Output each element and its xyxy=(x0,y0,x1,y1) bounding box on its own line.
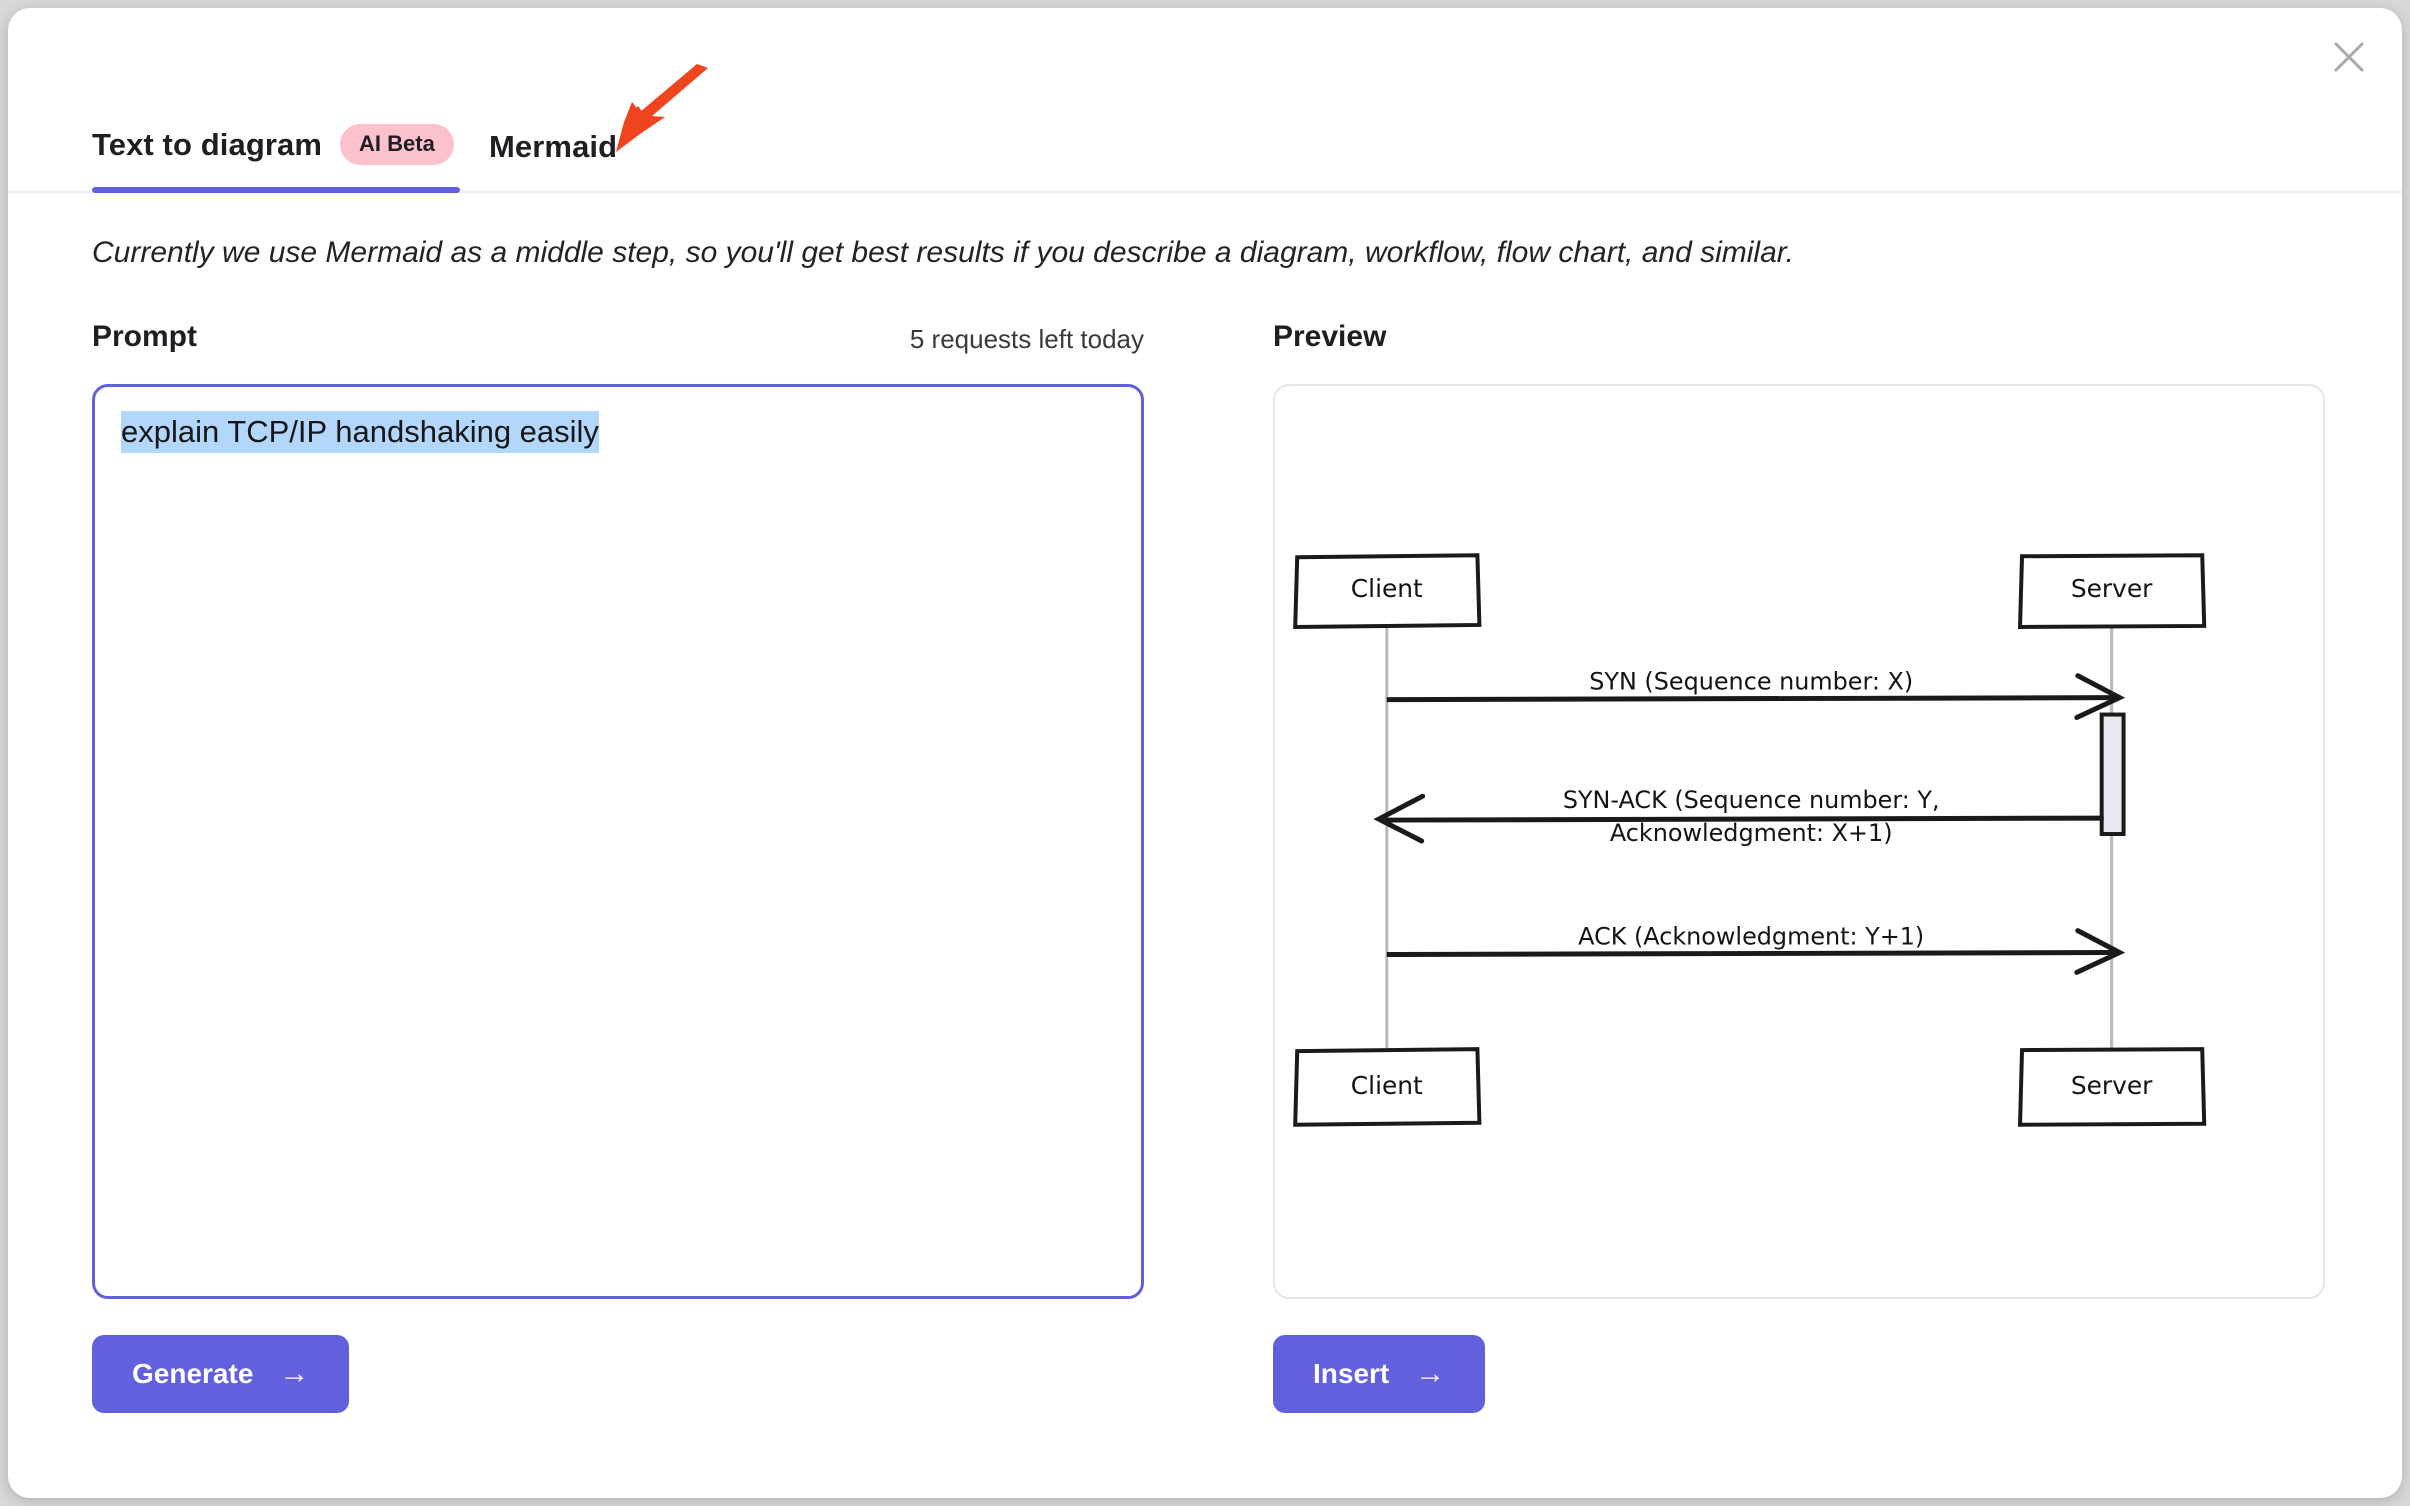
prompt-header: Prompt 5 requests left today xyxy=(92,320,1144,370)
arrow-right-icon: → xyxy=(279,1357,310,1390)
tab-text-to-diagram[interactable]: Text to diagram AI Beta xyxy=(92,124,454,191)
tab-label: Text to diagram xyxy=(92,126,323,162)
svg-text:Acknowledgment: X+1): Acknowledgment: X+1) xyxy=(1610,819,1893,847)
preview-panel: Client Server SYN (Sequence number: X) xyxy=(1273,384,2325,1299)
preview-header: Preview xyxy=(1273,320,2325,370)
message-ack: ACK (Acknowledgment: Y+1) xyxy=(1386,923,2126,975)
svg-text:Client: Client xyxy=(1351,1071,1423,1100)
svg-text:Client: Client xyxy=(1351,574,1423,603)
message-syn: SYN (Sequence number: X) xyxy=(1386,668,2126,721)
svg-text:Server: Server xyxy=(2071,1071,2153,1100)
participant-client-top: Client xyxy=(1293,553,1482,629)
prompt-column: Prompt 5 requests left today explain TCP… xyxy=(92,320,1144,1413)
requests-left-label: 5 requests left today xyxy=(909,324,1144,354)
tab-mermaid[interactable]: Mermaid xyxy=(489,129,617,191)
prompt-value: explain TCP/IP handshaking easily xyxy=(121,411,599,453)
prompt-input[interactable]: explain TCP/IP handshaking easily xyxy=(92,384,1144,1299)
svg-text:SYN-ACK (Sequence number: Y,: SYN-ACK (Sequence number: Y, xyxy=(1563,786,1940,814)
active-tab-underline xyxy=(92,187,460,193)
preview-column: Preview Client Server xyxy=(1273,320,2325,1413)
generate-button[interactable]: Generate → xyxy=(92,1335,350,1413)
participant-server-top: Server xyxy=(2017,553,2207,629)
insert-label: Insert xyxy=(1313,1358,1390,1389)
close-icon[interactable] xyxy=(2318,26,2380,88)
message-syn-ack: SYN-ACK (Sequence number: Y, Acknowledgm… xyxy=(1373,786,2104,847)
text-to-diagram-dialog: Text to diagram AI Beta Mermaid Currentl… xyxy=(8,8,2402,1498)
generate-label: Generate xyxy=(132,1358,254,1389)
prompt-title: Prompt xyxy=(92,320,197,353)
tab-bar: Text to diagram AI Beta Mermaid xyxy=(8,8,2402,193)
participant-client-bottom: Client xyxy=(1293,1047,1482,1127)
ai-beta-badge: AI Beta xyxy=(340,124,454,165)
activation-bar-server xyxy=(2099,712,2126,837)
svg-text:SYN (Sequence number: X): SYN (Sequence number: X) xyxy=(1589,668,1913,696)
insert-button[interactable]: Insert → xyxy=(1273,1335,1486,1413)
svg-text:ACK (Acknowledgment: Y+1): ACK (Acknowledgment: Y+1) xyxy=(1578,923,1924,951)
tab-label: Mermaid xyxy=(489,129,618,164)
svg-text:Server: Server xyxy=(2071,574,2153,603)
preview-title: Preview xyxy=(1273,320,1387,353)
participant-server-bottom: Server xyxy=(2017,1047,2207,1127)
helper-text: Currently we use Mermaid as a middle ste… xyxy=(92,236,1794,269)
sequence-diagram: Client Server SYN (Sequence number: X) xyxy=(1293,553,2207,1127)
arrow-right-icon: → xyxy=(1415,1357,1446,1390)
